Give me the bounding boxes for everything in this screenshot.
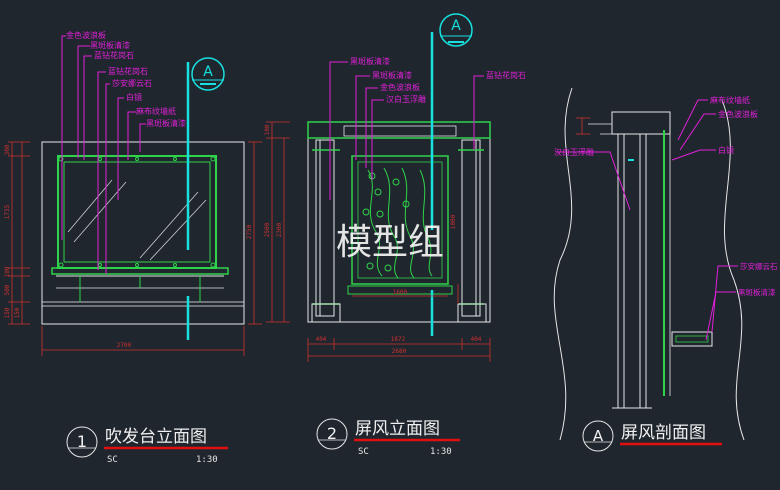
- sectionA-break-left: [553, 87, 573, 441]
- view2-dim-inner: 1000: [450, 214, 457, 229]
- view2-callout: 蓝钻花岗石: [486, 70, 526, 80]
- view2-relief-panel: [351, 155, 449, 285]
- sectionA-title: 屏风剖面图: [621, 423, 706, 443]
- sectionA-callout: 金色波浪板: [718, 109, 758, 119]
- view2-cornice: [307, 121, 491, 139]
- view-2-elevation: [266, 32, 491, 362]
- view1-callout: 麻布纹墙纸: [136, 106, 176, 116]
- view1-skirting: [41, 301, 245, 307]
- view2-panel-base: [347, 285, 453, 295]
- sectionA-letter: A: [593, 427, 604, 445]
- view2-dim-left: 2500: [264, 222, 271, 237]
- view2-callout: 黑斑板清漆: [372, 70, 412, 80]
- view2-dim-left: 100: [264, 124, 271, 135]
- view2-cornice-inner: [343, 125, 457, 137]
- view2-dim-bottom: 404: [471, 336, 482, 343]
- view1-callout: 黑斑板清漆: [146, 118, 186, 128]
- view2-scale: 1:30: [430, 447, 452, 457]
- view-1-elevation: [8, 35, 262, 356]
- view1-dims-bottom: [41, 326, 245, 356]
- section-marker-letter: A: [451, 18, 461, 34]
- view-a-section: [553, 87, 745, 441]
- sectionA-top-beam: [611, 111, 671, 135]
- sectionA-leaders: [556, 99, 738, 341]
- view1-dim-left: 500: [4, 284, 11, 295]
- sectionA-dims: [576, 117, 590, 135]
- sectionA-callout: 汉白玉浮雕: [554, 147, 594, 157]
- sectionA-callout: 麻布纹墙纸: [710, 95, 750, 105]
- view1-dim-left: 150: [4, 307, 11, 318]
- view2-unit: SC: [358, 447, 369, 457]
- view1-dim-right: 2750: [246, 224, 253, 239]
- view2-columns: [315, 139, 481, 317]
- view1-scale: 1:30: [196, 455, 218, 465]
- view1-frame-rivets: [58, 156, 216, 268]
- view2-plinths: [311, 303, 487, 323]
- section-marker-view1: A: [191, 57, 225, 91]
- view1-mirror-inner: [63, 161, 211, 263]
- view2-relief-pattern: [362, 167, 433, 279]
- view2-callout: 汉白玉浮雕: [386, 94, 426, 104]
- sectionA-counter: [671, 331, 713, 347]
- sectionA-callout: 莎安娜云石: [740, 261, 778, 271]
- view2-dim-left: 2300: [276, 222, 283, 237]
- view1-counter-brackets: [79, 276, 201, 302]
- sectionA-title-block: A 屏风剖面图: [582, 420, 722, 452]
- section-marker-view2: A: [439, 13, 473, 47]
- view1-callout: 莎安娜云石: [112, 78, 152, 88]
- view1-outer-frame: [41, 141, 245, 325]
- sectionA-break-right: [721, 99, 745, 441]
- view2-callout: 黑斑板清漆: [350, 56, 390, 66]
- view1-unit: SC: [107, 455, 118, 465]
- view2-number: 2: [327, 424, 337, 443]
- view1-callout: 白镜: [126, 92, 142, 102]
- view1-title-block: 1 吹发台立面图 SC 1:30: [66, 426, 228, 465]
- view2-dim-bottom: 404: [316, 336, 327, 343]
- watermark: 模型组: [336, 222, 444, 263]
- view2-callout-texts: 黑斑板清漆 黑斑板清漆 金色波浪板 汉白玉浮雕 蓝钻花岗石: [350, 56, 526, 104]
- view1-mirror-hatch: [67, 179, 207, 261]
- view1-dims-left: [8, 141, 30, 325]
- view1-title: 吹发台立面图: [105, 427, 207, 447]
- view1-dim-bottom: 2700: [117, 342, 132, 349]
- view2-dim-inner: 1600: [393, 289, 408, 296]
- view1-dim-left: 100: [4, 266, 11, 277]
- view1-callout: 蓝钻花岗石: [94, 50, 134, 60]
- view1-number: 1: [77, 432, 87, 451]
- sectionA-callout: 黑斑板清漆: [738, 287, 776, 297]
- view1-callout: 金色波浪板: [66, 30, 106, 40]
- view2-dim-bottom: 1872: [391, 336, 406, 343]
- view1-callout-texts: 金色波浪板 黑斑板清漆 蓝钻花岗石 蓝钻花岗石 莎安娜云石 白镜 麻布纹墙纸 黑…: [66, 30, 186, 128]
- sectionA-column: [612, 134, 652, 409]
- sectionA-callout-texts: 麻布纹墙纸 金色波浪板 白镜 莎安娜云石 黑斑板清漆 汉白玉浮雕: [554, 95, 778, 297]
- view1-callout: 黑斑板清漆: [90, 40, 130, 50]
- view2-dims: [266, 121, 491, 362]
- view2-callout: 金色波浪板: [380, 82, 420, 92]
- view2-title: 屏风立面图: [355, 419, 440, 439]
- view2-dim-bottom: 2680: [392, 348, 407, 355]
- view1-dim-left: 150: [14, 307, 21, 318]
- view1-dims-right: [248, 141, 262, 325]
- view1-mirror-frame: [57, 155, 217, 269]
- view2-title-block: 2 屏风立面图 SC 1:30: [316, 418, 460, 457]
- view1-dim-left: 1735: [4, 204, 11, 219]
- view1-leaders: [61, 35, 146, 274]
- view1-callout: 蓝钻花岗石: [108, 66, 148, 76]
- section-marker-letter: A: [203, 64, 213, 80]
- sectionA-cornice-profile: [588, 123, 613, 135]
- view2-leaders: [329, 61, 484, 200]
- view2-relief-inner: [357, 161, 443, 279]
- view1-counter-top: [51, 267, 229, 275]
- sectionA-counter-top: [675, 335, 709, 343]
- sectionA-callout: 白镜: [718, 145, 734, 155]
- view1-dim-left: 300: [4, 144, 11, 155]
- dimension-texts: 2700 300 1735 100 500 150 150 2750 404 1…: [4, 124, 482, 355]
